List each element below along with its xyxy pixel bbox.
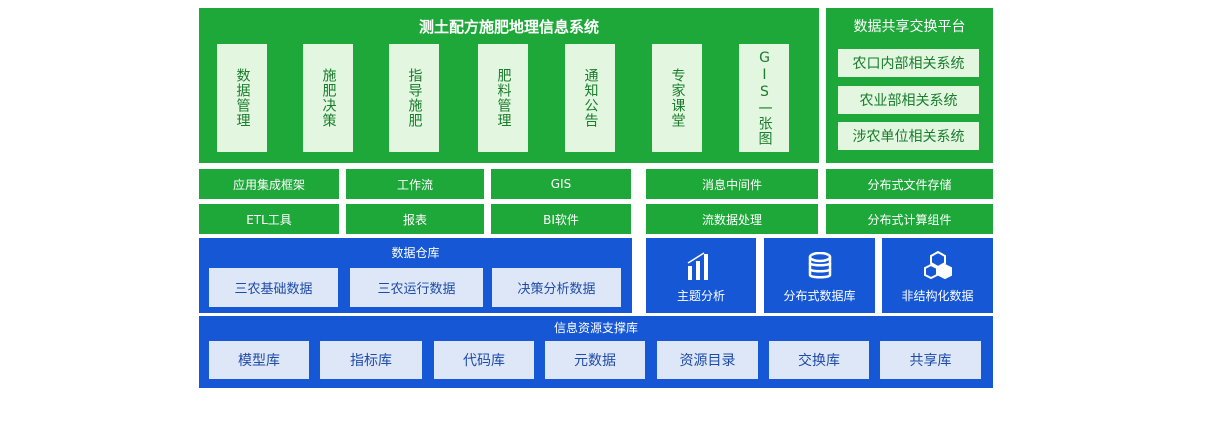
module-card: 肥料管理	[478, 44, 528, 152]
middleware-cell: 流数据处理	[646, 204, 818, 234]
module-card: 数据管理	[217, 44, 267, 152]
warehouse-item: 决策分析数据	[492, 268, 621, 307]
resource-item: 交换库	[769, 341, 869, 379]
resource-item: 模型库	[209, 341, 309, 379]
middleware-cell: GIS	[491, 169, 631, 199]
system-title: 测土配方施肥地理信息系统	[418, 17, 599, 36]
platform-item: 农口内部相关系统	[838, 49, 979, 77]
analytics-tile: 主题分析	[646, 238, 756, 313]
middleware-cell: 工作流	[346, 169, 484, 199]
middleware-cell: 分布式文件存储	[826, 169, 993, 199]
resource-item: 共享库	[880, 341, 981, 379]
resource-item: 代码库	[434, 341, 534, 379]
middleware-cell: 消息中间件	[646, 169, 818, 199]
resource-item: 元数据	[545, 341, 645, 379]
analytics-tile: 分布式数据库	[764, 238, 875, 313]
platform-item: 涉农单位相关系统	[838, 122, 979, 150]
module-card: 施肥决策	[303, 44, 353, 152]
database-icon	[807, 252, 833, 280]
resource-item: 指标库	[320, 341, 422, 379]
module-card: 通知公告	[565, 44, 615, 152]
bar-chart-icon	[686, 252, 716, 280]
warehouse-item: 三农基础数据	[209, 268, 338, 307]
middleware-cell: 报表	[346, 204, 484, 234]
middleware-cell: BI软件	[491, 204, 631, 234]
platform-item: 农业部相关系统	[838, 86, 979, 114]
platform-title: 数据共享交换平台	[853, 19, 966, 35]
middleware-cell: ETL工具	[199, 204, 339, 234]
middleware-cell: 应用集成框架	[199, 169, 339, 199]
resource-title: 信息资源支撑库	[553, 320, 638, 335]
module-card: 专家课堂	[652, 44, 702, 152]
warehouse-title: 数据仓库	[391, 245, 440, 260]
module-card: 指导施肥	[389, 44, 439, 152]
middleware-cell: 分布式计算组件	[826, 204, 993, 234]
module-card: GIS一张图	[739, 44, 789, 152]
warehouse-item: 三农运行数据	[350, 268, 483, 307]
analytics-label: 主题分析	[676, 288, 725, 303]
analytics-tile: 非结构化数据	[882, 238, 993, 313]
analytics-label: 非结构化数据	[901, 288, 974, 303]
cubes-icon	[923, 250, 953, 280]
resource-item: 资源目录	[657, 341, 758, 379]
analytics-label: 分布式数据库	[783, 288, 856, 303]
